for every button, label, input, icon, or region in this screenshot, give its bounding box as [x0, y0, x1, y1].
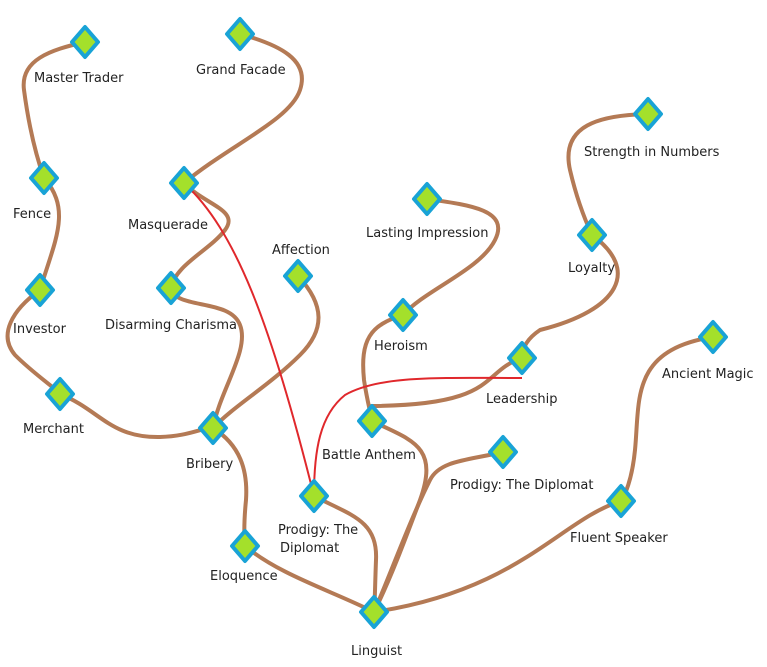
connection-leadership-prodigy — [313, 376, 523, 497]
label-bribery: Bribery — [186, 457, 233, 472]
link-disarming-bribery — [169, 286, 244, 430]
link-leadership-battle-anthem — [368, 356, 524, 423]
link-affection-bribery — [211, 274, 321, 430]
label-eloquence: Eloquence — [210, 569, 278, 584]
label-disarming-charisma: Disarming Charisma — [105, 318, 237, 333]
link-lasting-impression-heroism — [401, 197, 501, 317]
node-lasting-impression[interactable] — [412, 182, 442, 216]
branch-links — [5, 32, 715, 614]
label-loyalty: Loyalty — [568, 261, 615, 276]
link-masquerade-disarming — [169, 181, 231, 290]
label-prodigy-left-line2: Diplomat — [280, 541, 339, 556]
node-merchant[interactable] — [45, 377, 75, 411]
label-linguist: Linguist — [351, 644, 402, 659]
label-lasting-impression: Lasting Impression — [366, 226, 488, 241]
node-ancient-magic[interactable] — [698, 320, 728, 354]
node-prodigy-diplomat-left[interactable] — [299, 479, 329, 513]
node-bribery[interactable] — [198, 411, 228, 445]
link-strength-loyalty — [566, 112, 650, 237]
node-loyalty[interactable] — [577, 218, 607, 252]
label-grand-facade: Grand Facade — [196, 63, 286, 78]
node-battle-anthem[interactable] — [357, 404, 387, 438]
label-prodigy-diplomat-right: Prodigy: The Diplomat — [450, 478, 593, 493]
node-affection[interactable] — [283, 259, 313, 293]
label-battle-anthem: Battle Anthem — [322, 448, 416, 463]
label-merchant: Merchant — [23, 422, 84, 437]
link-fluent-speaker-linguist — [372, 499, 623, 614]
connection-masquerade-prodigy — [183, 182, 315, 497]
node-eloquence[interactable] — [230, 529, 260, 563]
link-prodigy-right-linguist — [372, 450, 505, 614]
link-eloquence-linguist — [243, 544, 376, 614]
node-masquerade[interactable] — [169, 166, 199, 200]
node-prodigy-diplomat-right[interactable] — [488, 435, 518, 469]
link-loyalty-leadership — [520, 233, 620, 360]
node-master-trader[interactable] — [70, 25, 100, 59]
label-prodigy-diplomat-left: Prodigy: The Diplomat — [278, 523, 362, 556]
node-fence[interactable] — [29, 161, 59, 195]
link-fence-investor — [38, 176, 61, 292]
label-investor: Investor — [13, 322, 67, 337]
nodes — [25, 17, 728, 629]
link-grand-facade-masquerade — [182, 32, 304, 185]
link-merchant-bribery — [58, 392, 215, 440]
node-strength-in-numbers[interactable] — [633, 97, 663, 131]
label-fluent-speaker: Fluent Speaker — [570, 531, 668, 546]
node-fluent-speaker[interactable] — [606, 484, 636, 518]
label-masquerade: Masquerade — [128, 218, 208, 233]
link-master-trader-fence — [21, 40, 87, 180]
label-heroism: Heroism — [374, 339, 428, 354]
label-ancient-magic: Ancient Magic — [662, 367, 754, 382]
node-disarming-charisma[interactable] — [156, 271, 186, 305]
label-master-trader: Master Trader — [34, 71, 124, 86]
node-investor[interactable] — [25, 273, 55, 307]
labels: Master Trader Grand Facade Strength in N… — [13, 63, 754, 659]
connection-links — [183, 182, 523, 497]
node-linguist[interactable] — [359, 595, 389, 629]
link-ancient-magic-fluent-speaker — [619, 335, 715, 503]
label-affection: Affection — [272, 243, 330, 258]
label-fence: Fence — [13, 207, 51, 222]
node-heroism[interactable] — [388, 298, 418, 332]
label-leadership: Leadership — [486, 392, 557, 407]
label-prodigy-left-line1: Prodigy: The — [278, 523, 358, 538]
link-investor-merchant — [5, 288, 62, 396]
node-leadership[interactable] — [507, 341, 537, 375]
link-bribery-eloquence — [211, 426, 249, 548]
node-grand-facade[interactable] — [225, 17, 255, 51]
label-strength-in-numbers: Strength in Numbers — [584, 145, 720, 160]
